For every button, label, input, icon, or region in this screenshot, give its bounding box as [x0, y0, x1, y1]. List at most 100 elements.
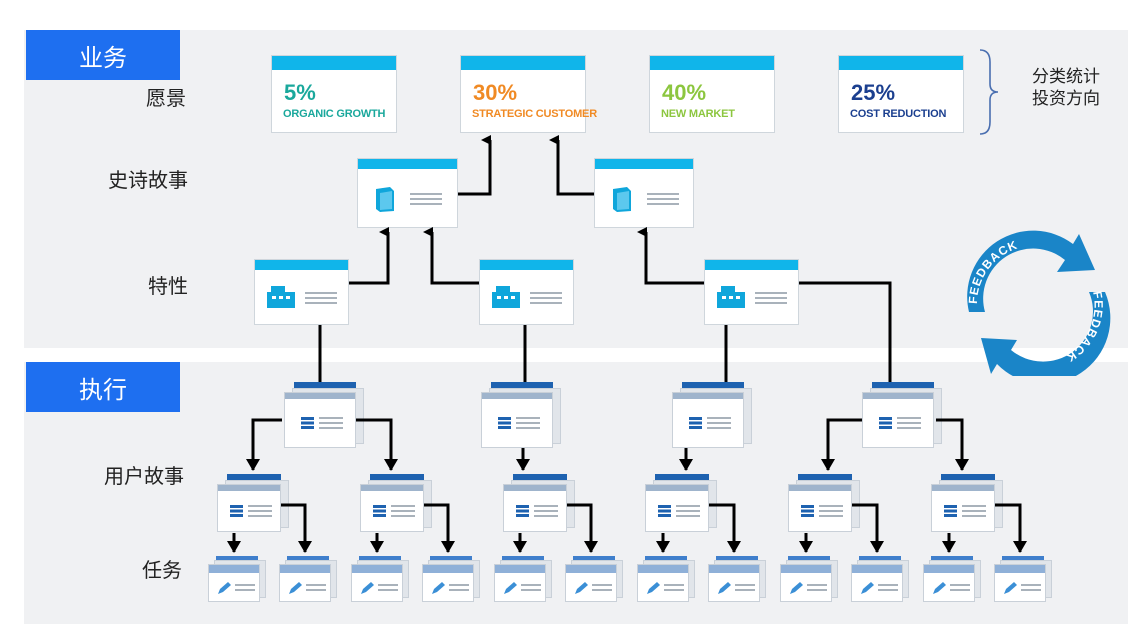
task-card: [923, 556, 983, 602]
card-header: [504, 485, 566, 491]
card-tab: [491, 382, 553, 390]
user-story-card: [645, 474, 719, 532]
card-tab: [430, 556, 472, 562]
card-header: [285, 393, 355, 399]
vision-label: NEW MARKET: [661, 108, 735, 120]
card-header: [595, 159, 693, 169]
task-card: [708, 556, 768, 602]
brace-icon: [979, 49, 999, 135]
card-front: [503, 484, 567, 532]
card-front: [208, 564, 260, 602]
card-header: [361, 485, 423, 491]
book-icon: [613, 187, 631, 212]
task-card: [494, 556, 554, 602]
vision-percentage: 25%: [851, 80, 896, 105]
list-icon: [801, 505, 843, 517]
task-card: [851, 556, 911, 602]
card-header: [709, 565, 759, 573]
card-header: [638, 565, 688, 573]
pencil-icon: [361, 582, 398, 594]
card-tab: [859, 556, 901, 562]
card-tab: [513, 474, 567, 482]
card-header: [852, 565, 902, 573]
list-icon: [658, 505, 700, 517]
pencil-icon: [1004, 582, 1041, 594]
epic-card: [357, 158, 458, 228]
card-front: [481, 392, 553, 448]
user-story-card: [672, 382, 754, 448]
vision-card-header: [650, 56, 774, 70]
card-header: [789, 485, 851, 491]
task-card: [637, 556, 697, 602]
user-story-card: [503, 474, 577, 532]
vision-percentage: 5%: [284, 80, 316, 105]
card-front: [994, 564, 1046, 602]
card-header: [705, 260, 798, 270]
investment-note-line1: 分类统计: [1032, 67, 1100, 87]
card-front: [279, 564, 331, 602]
connector-line: [852, 503, 884, 553]
card-header: [423, 565, 473, 573]
card-front: [923, 564, 975, 602]
list-icon: [516, 505, 558, 517]
card-front: [708, 564, 760, 602]
vision-percentage: 30%: [473, 80, 518, 105]
pencil-icon: [718, 582, 755, 594]
list-icon: [301, 417, 343, 429]
task-card: [208, 556, 268, 602]
card-header: [358, 159, 457, 169]
card-front: [788, 484, 852, 532]
card-tab: [287, 556, 329, 562]
card-tab: [1002, 556, 1044, 562]
card-tab: [294, 382, 356, 390]
card-tab: [216, 556, 258, 562]
user-story-card: [788, 474, 862, 532]
vision-card-header: [272, 56, 396, 70]
card-front: [360, 484, 424, 532]
vision-card-cost-reduction: 25% COST REDUCTION: [838, 55, 964, 133]
card-front: [284, 392, 356, 448]
row-label-vision: 愿景: [146, 86, 186, 110]
card-front: [851, 564, 903, 602]
pencil-icon: [575, 582, 612, 594]
card-header: [646, 485, 708, 491]
row-label-task: 任务: [142, 558, 182, 582]
pencil-icon: [504, 582, 541, 594]
register-icon: [492, 286, 520, 308]
card-front: [217, 484, 281, 532]
card-tab: [645, 556, 687, 562]
lines-icon: [530, 292, 562, 304]
card-tab: [941, 474, 995, 482]
vision-percentage: 40%: [662, 80, 707, 105]
card-tab: [502, 556, 544, 562]
investment-note: 分类统计 投资方向: [1032, 66, 1100, 110]
card-header: [209, 565, 259, 573]
card-header: [566, 565, 616, 573]
task-card: [994, 556, 1054, 602]
list-icon: [373, 505, 415, 517]
list-icon: [944, 505, 986, 517]
pencil-icon: [861, 582, 898, 594]
card-tab: [227, 474, 281, 482]
card-front: [351, 564, 403, 602]
pencil-icon: [933, 582, 970, 594]
list-icon: [230, 505, 272, 517]
section-tab-business: 业务: [26, 30, 180, 80]
vision-card-header: [461, 56, 585, 70]
feedback-cycle-icon: FEEDBACK FEEDBACK: [966, 230, 1111, 376]
vision-label: ORGANIC GROWTH: [283, 108, 386, 120]
vision-card-header: [839, 56, 963, 70]
card-front: [494, 564, 546, 602]
section-business-label: 业务: [79, 43, 127, 72]
card-header: [932, 485, 994, 491]
row-label-epic: 史诗故事: [108, 168, 188, 192]
feature-card: [479, 259, 574, 325]
card-tab: [798, 474, 852, 482]
user-story-card: [217, 474, 291, 532]
card-front: [931, 484, 995, 532]
card-tab: [788, 556, 830, 562]
lines-icon: [647, 193, 679, 205]
connector-line: [821, 418, 862, 471]
connector-line: [709, 503, 741, 553]
